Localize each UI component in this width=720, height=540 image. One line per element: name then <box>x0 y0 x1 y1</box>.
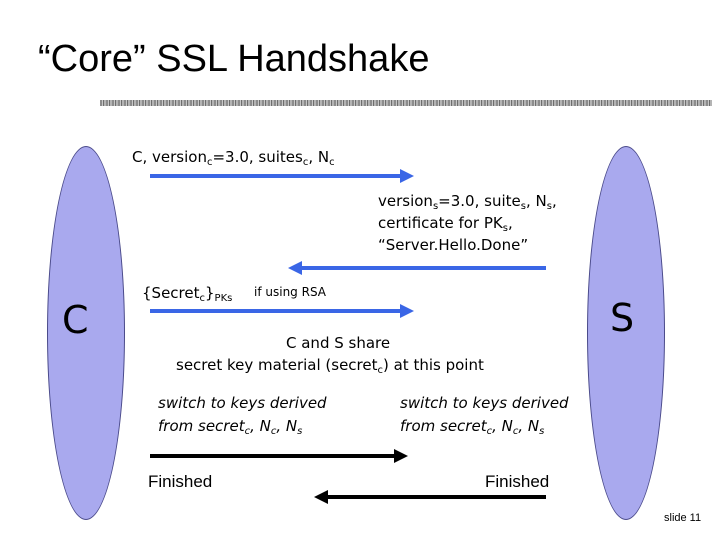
msg-server-hello-line2: certificate for PKs, <box>378 214 513 234</box>
finished-server-label: Finished <box>485 472 550 491</box>
server-label: S <box>610 296 635 340</box>
share-line2: secret key material (secretc) at this po… <box>176 356 484 376</box>
arrow-secret <box>150 304 414 318</box>
switch-note-client: switch to keys derived from secretc, Nc,… <box>158 394 327 437</box>
title-divider <box>100 100 712 106</box>
finished-client-label: Finished <box>148 472 213 491</box>
msg-server-hello-line3: “Server.Hello.Done” <box>378 236 529 254</box>
switch-note-server: switch to keys derived from secretc, Nc,… <box>400 394 569 437</box>
msg-server-hello-line1: versions=3.0, suites, Ns, <box>378 192 557 212</box>
msg-client-hello: C, versionc=3.0, suitesc, Nc <box>132 148 335 168</box>
slide-title: “Core” SSL Handshake <box>38 38 430 80</box>
slide-number: slide 11 <box>664 512 702 524</box>
msg-secret-note: if using RSA <box>254 285 326 299</box>
arrow-finished-server <box>314 490 546 504</box>
msg-secret: {Secretc}PKs <box>142 284 233 304</box>
client-ellipse <box>47 146 125 520</box>
server-ellipse <box>587 146 665 520</box>
arrow-client-hello <box>150 169 414 183</box>
arrow-server-hello <box>288 261 546 275</box>
client-label: C <box>62 298 89 342</box>
arrow-finished-client <box>150 449 408 463</box>
share-line1: C and S share <box>286 334 391 352</box>
msg-server-hello: versions=3.0, suites, Ns, certificate fo… <box>378 190 557 256</box>
